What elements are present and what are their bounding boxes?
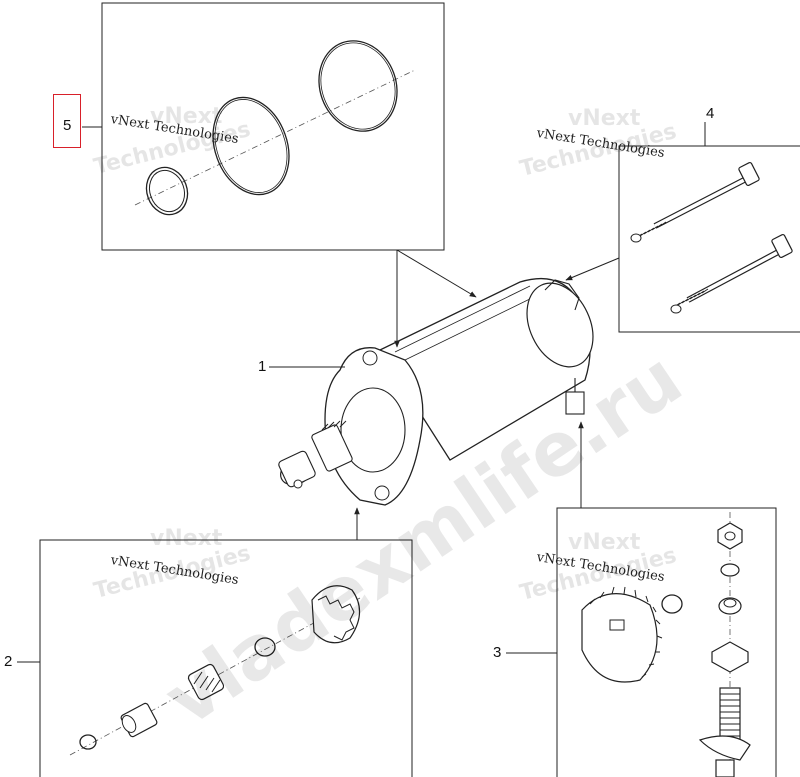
ghost-watermark-vnext-2: vNext <box>568 106 641 131</box>
callout-2[interactable]: 2 <box>4 653 13 670</box>
callout-5-highlight <box>53 94 81 148</box>
callout-3[interactable]: 3 <box>493 644 502 661</box>
ghost-watermark-vnext-4: vNext <box>568 530 641 555</box>
detail-box-pinion <box>39 539 413 777</box>
ghost-watermark-vnext-3: vNext <box>150 526 223 551</box>
detail-box-terminal <box>556 507 777 777</box>
callout-5[interactable]: 5 <box>63 117 72 134</box>
callout-4[interactable]: 4 <box>706 105 715 122</box>
detail-box-bolts <box>618 122 800 333</box>
pointer-arrows <box>354 249 620 540</box>
starter-motor <box>278 278 594 506</box>
callout-1[interactable]: 1 <box>258 358 267 375</box>
ghost-watermark-vnext-1: vNext <box>150 104 223 129</box>
